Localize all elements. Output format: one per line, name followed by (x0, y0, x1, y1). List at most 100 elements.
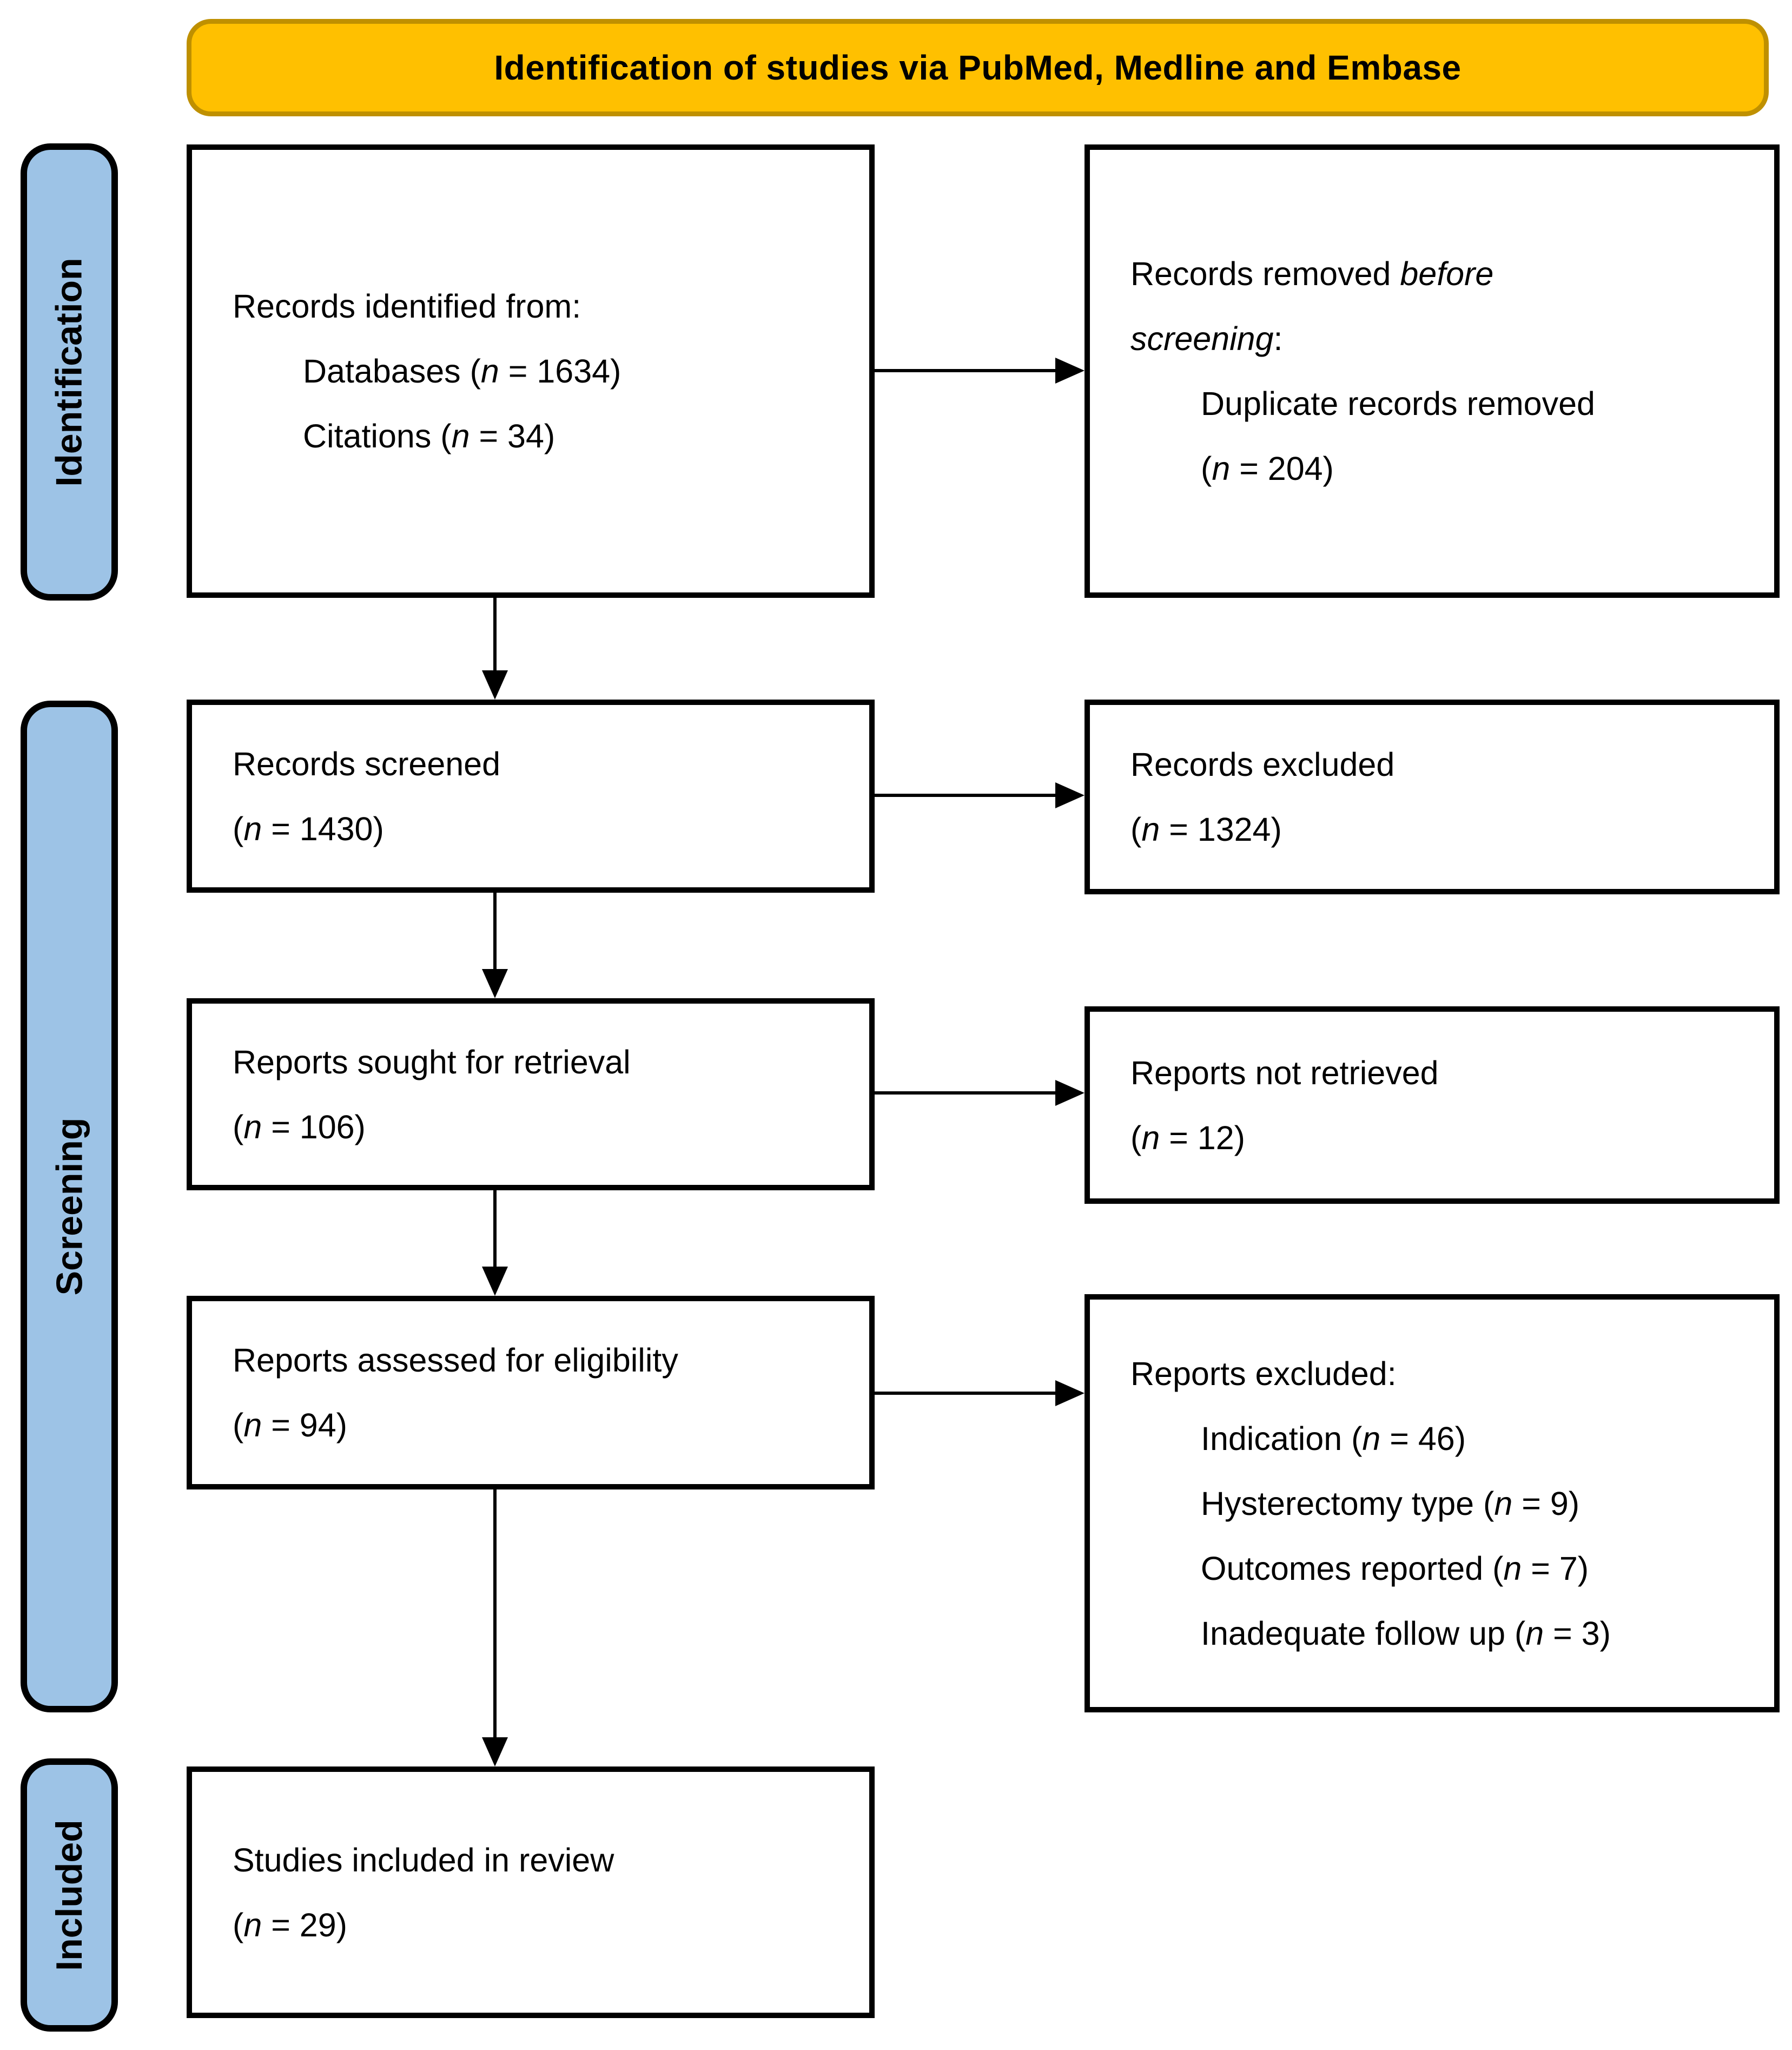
text-segment: Outcomes reported ( (1201, 1550, 1504, 1587)
text-line: Duplicate records removed (1130, 371, 1753, 436)
text-line: (n = 94) (233, 1393, 848, 1458)
n-symbol: n (243, 1906, 262, 1943)
text-line: Hysterectomy type (n = 9) (1130, 1471, 1753, 1536)
arrow-assessed-to-included (482, 1489, 508, 1766)
text-segment: Indication ( (1201, 1420, 1363, 1457)
text-line: (n = 204) (1130, 436, 1753, 501)
box-records-excluded: Records excluded (n = 1324) (1085, 700, 1780, 894)
text-segment: = 29) (262, 1906, 347, 1943)
box-reports-assessed: Reports assessed for eligibility (n = 94… (187, 1296, 875, 1489)
n-symbol: n (1141, 811, 1160, 848)
text-segment: Duplicate records removed (1201, 385, 1595, 422)
text-segment: ( (233, 1906, 244, 1943)
text-line: Records removed before (1130, 241, 1753, 306)
text-segment-italic: before (1400, 255, 1494, 292)
text-line: Reports not retrieved (1130, 1040, 1753, 1105)
text-line: (n = 106) (233, 1095, 848, 1159)
text-segment: = 1634) (499, 353, 621, 390)
text-line: (n = 29) (233, 1893, 848, 1957)
text-line: (n = 12) (1130, 1105, 1753, 1170)
n-symbol: n (1141, 1119, 1160, 1156)
n-symbol: n (1362, 1420, 1381, 1457)
text-segment: Hysterectomy type ( (1201, 1485, 1495, 1522)
n-symbol: n (243, 1407, 262, 1443)
sidebar-included: Included (21, 1758, 118, 2032)
box-studies-included: Studies included in review (n = 29) (187, 1766, 875, 2018)
sidebar-identification: Identification (21, 143, 118, 601)
sidebar-included-label: Included (49, 1819, 90, 1971)
text-segment: Records removed (1130, 255, 1400, 292)
text-segment: = 1430) (262, 810, 384, 847)
text-segment: Reports excluded: (1130, 1355, 1397, 1392)
text-segment: ( (233, 1108, 244, 1145)
n-symbol: n (451, 418, 470, 454)
text-line: Reports assessed for eligibility (233, 1328, 848, 1393)
text-segment: Records screened (233, 745, 501, 782)
text-segment: Reports assessed for eligibility (233, 1342, 678, 1379)
text-segment: Reports not retrieved (1130, 1054, 1439, 1091)
n-symbol: n (1525, 1614, 1544, 1652)
text-segment: = 9) (1512, 1485, 1580, 1522)
n-symbol: n (243, 810, 262, 847)
box-records-identified: Records identified from: Databases (n = … (187, 144, 875, 598)
arrow-sought-to-not-retrieved (875, 1080, 1085, 1106)
text-segment: = 3) (1544, 1614, 1611, 1652)
text-line: Records identified from: (233, 274, 848, 339)
text-segment: Inadequate follow up ( (1201, 1614, 1526, 1652)
box-reports-excluded: Reports excluded: Indication (n = 46) Hy… (1085, 1294, 1780, 1712)
box-records-removed-before-screening: Records removed before screening: Duplic… (1085, 144, 1780, 598)
text-segment: = 1324) (1160, 811, 1282, 848)
box-reports-sought: Reports sought for retrieval (n = 106) (187, 998, 875, 1190)
n-symbol: n (1494, 1485, 1513, 1522)
arrow-sought-to-assessed (482, 1190, 508, 1296)
n-symbol: n (1503, 1550, 1522, 1587)
box-records-screened: Records screened (n = 1430) (187, 700, 875, 893)
sidebar-screening-label: Screening (49, 1117, 90, 1296)
text-line: Reports excluded: (1130, 1341, 1753, 1406)
text-segment: = 46) (1380, 1420, 1466, 1457)
sidebar-screening: Screening (21, 701, 118, 1712)
text-segment: ( (233, 1407, 244, 1443)
box-reports-not-retrieved: Reports not retrieved (n = 12) (1085, 1006, 1780, 1204)
banner-title: Identification of studies via PubMed, Me… (494, 48, 1462, 87)
text-line: Inadequate follow up (n = 3) (1130, 1601, 1753, 1666)
text-line: screening: (1130, 306, 1753, 371)
text-line: (n = 1430) (233, 796, 848, 861)
text-segment: Reports sought for retrieval (233, 1043, 631, 1080)
text-segment: : (1273, 320, 1283, 357)
text-segment-italic: screening (1130, 320, 1274, 357)
text-segment: = 106) (262, 1108, 366, 1145)
text-line: (n = 1324) (1130, 797, 1753, 862)
n-symbol: n (1212, 450, 1231, 487)
text-segment: Citations ( (303, 418, 452, 454)
text-segment: = 204) (1230, 450, 1334, 487)
arrow-screened-to-excluded (875, 782, 1085, 808)
text-segment: = 7) (1522, 1550, 1589, 1587)
text-line: Reports sought for retrieval (233, 1030, 848, 1095)
sidebar-identification-label: Identification (49, 257, 90, 487)
text-line: Databases (n = 1634) (233, 339, 848, 404)
banner: Identification of studies via PubMed, Me… (187, 19, 1769, 116)
text-segment: Databases ( (303, 353, 481, 390)
n-symbol: n (480, 353, 499, 390)
text-segment: ( (233, 810, 244, 847)
arrow-screened-to-sought (482, 893, 508, 998)
text-line: Studies included in review (233, 1828, 848, 1893)
text-segment: = 12) (1160, 1119, 1245, 1156)
text-segment: ( (1130, 1119, 1142, 1156)
arrow-identified-to-screened (482, 598, 508, 700)
n-symbol: n (243, 1108, 262, 1145)
text-segment: Studies included in review (233, 1841, 614, 1878)
text-line: Indication (n = 46) (1130, 1406, 1753, 1471)
text-segment: ( (1130, 811, 1142, 848)
text-line: Citations (n = 34) (233, 404, 848, 469)
arrow-identified-to-removed (875, 358, 1085, 384)
text-line: Records excluded (1130, 732, 1753, 797)
text-segment: = 34) (470, 418, 556, 454)
text-segment: Records identified from: (233, 288, 581, 325)
text-line: Records screened (233, 731, 848, 796)
text-segment: ( (1201, 450, 1212, 487)
text-line: Outcomes reported (n = 7) (1130, 1536, 1753, 1601)
text-segment: Records excluded (1130, 746, 1395, 783)
